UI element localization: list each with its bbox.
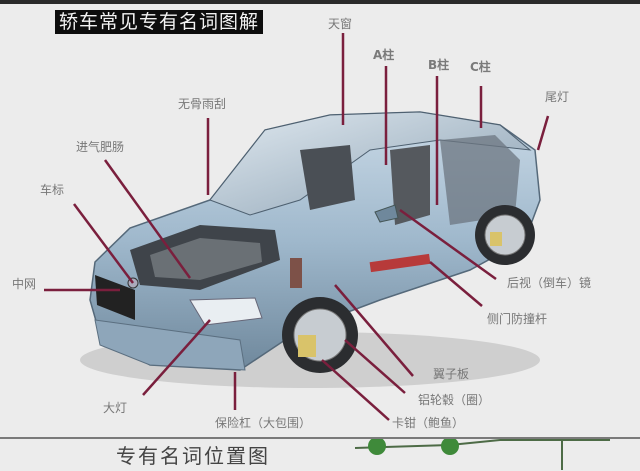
label-sunroof: 天窗 <box>328 17 353 31</box>
side-impact-beam <box>369 253 431 273</box>
footer-caption: 专有名词位置图 <box>116 444 270 468</box>
label-fender: 翼子板 <box>433 367 470 381</box>
suspension-spring <box>290 258 302 288</box>
car-roof <box>209 111 532 216</box>
label-side-beam: 侧门防撞杆 <box>487 312 548 326</box>
label-a-pillar: A柱 <box>373 48 395 62</box>
page-title: 轿车常见专有名词图解 <box>55 10 264 34</box>
rear-seat <box>390 145 430 225</box>
label-b-pillar: B柱 <box>428 58 450 72</box>
label-grille: 中网 <box>12 277 37 291</box>
vine-decoration <box>354 437 610 470</box>
label-intake: 进气肥肠 <box>76 140 125 154</box>
label-wheel: 铝轮毂（圈） <box>418 393 491 407</box>
label-tail-light: 尾灯 <box>545 90 570 104</box>
label-c-pillar: C柱 <box>470 60 491 74</box>
top-border <box>0 0 640 4</box>
front-seat <box>300 145 355 210</box>
rear-caliper <box>490 232 502 246</box>
label-mirror: 后视（倒车）镜 <box>507 276 592 290</box>
rear-cabin <box>440 135 520 225</box>
leader-lines <box>44 33 550 421</box>
engine <box>150 238 262 280</box>
headlight <box>189 297 263 326</box>
label-wiper: 无骨雨刮 <box>178 97 227 111</box>
label-caliper: 卡钳（鲍鱼） <box>392 416 465 430</box>
label-headlight: 大灯 <box>103 401 128 415</box>
label-logo: 车标 <box>40 183 65 197</box>
front-caliper <box>298 335 316 357</box>
side-mirror <box>374 204 399 223</box>
grille <box>95 275 135 320</box>
bumper <box>94 319 246 371</box>
label-bumper: 保险杠（大包围） <box>215 416 312 430</box>
footer-divider <box>0 437 640 439</box>
